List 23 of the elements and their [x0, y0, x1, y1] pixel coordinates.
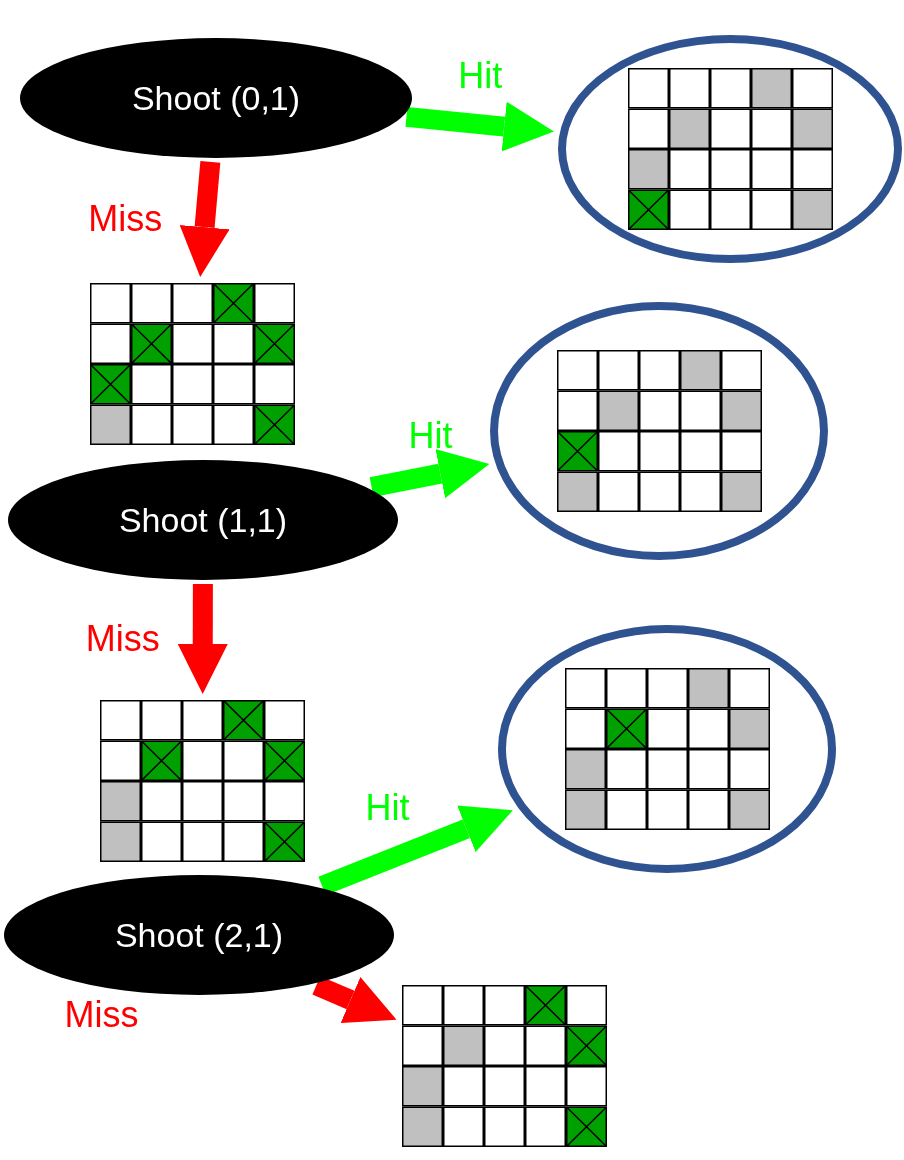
arrow	[177, 583, 228, 694]
action-ellipse: Shoot (2,1)	[4, 875, 394, 995]
oval-frame	[558, 35, 902, 263]
edge-label: Hit	[365, 787, 410, 830]
grid-drawing	[556, 350, 762, 512]
grid-drawing	[90, 283, 295, 445]
edge-label: Miss	[85, 618, 160, 660]
edge-label: Hit	[458, 55, 503, 98]
arrow	[405, 101, 554, 152]
grid-drawing	[100, 700, 305, 862]
edge-label: Hit	[408, 414, 453, 457]
grid-drawing	[627, 68, 833, 230]
edge-label: Miss	[64, 993, 139, 1036]
action-ellipse: Shoot (1,1)	[8, 460, 398, 580]
arrow	[312, 976, 397, 1023]
grid-drawing	[402, 985, 607, 1147]
edge-label: Miss	[88, 198, 163, 241]
oval-frame	[490, 302, 828, 560]
action-ellipse: Shoot (0,1)	[20, 38, 412, 158]
arrow	[369, 449, 490, 499]
grid-drawing	[564, 668, 770, 830]
arrow	[179, 161, 230, 277]
oval-frame	[498, 625, 836, 873]
